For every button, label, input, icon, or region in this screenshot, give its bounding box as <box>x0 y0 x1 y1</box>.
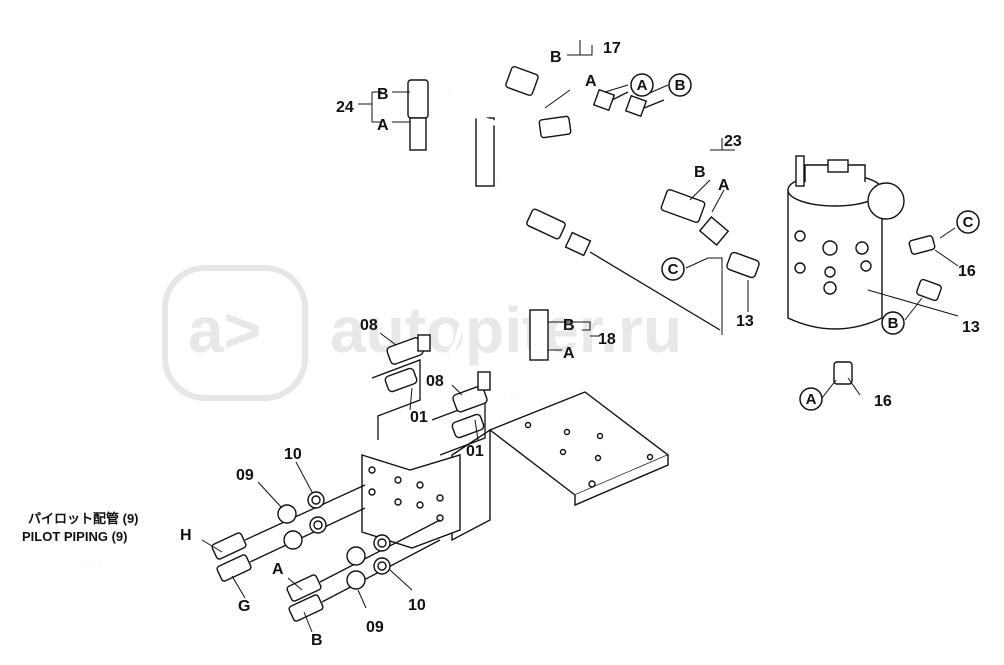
callout-g: G <box>238 598 250 615</box>
callout-18-a: A <box>563 345 575 362</box>
elbow-fittings-upper <box>384 334 431 393</box>
circle-marker-a-bottom: A <box>799 387 823 411</box>
callout-23-b: B <box>694 164 706 181</box>
callout-08-mid: 08 <box>426 373 444 390</box>
leader-lines <box>201 40 959 633</box>
callout-10-bottom: 10 <box>408 597 426 614</box>
circle-marker-c-right: C <box>956 210 980 234</box>
hose-24-fitting-b <box>407 79 429 119</box>
callout-24-b: B <box>377 86 389 103</box>
watermark-text: autopiter.ru <box>330 294 682 366</box>
callout-08-top: 08 <box>360 317 378 334</box>
svg-text:C: C <box>963 214 974 231</box>
callout-18: 18 <box>598 331 616 348</box>
callout-13-right: 13 <box>962 319 980 336</box>
callout-09-top: 09 <box>236 467 254 484</box>
svg-text:A: A <box>637 77 648 94</box>
pilot-piping-label-jp: パイロット配管 (9) <box>28 511 139 526</box>
cylinder-knob <box>867 182 905 220</box>
circled-markers: A B C C B A <box>630 73 980 411</box>
callout-18-b: B <box>563 317 575 334</box>
callout-13-left: 13 <box>736 313 754 330</box>
callout-labels: 24 B A 17 B A 23 B A 18 B A 08 01 08 01 … <box>180 40 980 649</box>
circle-marker-b-top: B <box>668 73 692 97</box>
elbow-fittings-lower <box>451 371 491 439</box>
watermark-logo-glyph: a> <box>188 294 261 366</box>
callout-23-a: A <box>718 177 730 194</box>
callout-b: B <box>311 632 323 649</box>
hose-24-end-a <box>475 117 495 187</box>
pilot-piping-hoses <box>78 484 441 643</box>
pilot-piping-label-en: PILOT PIPING (9) <box>22 529 127 544</box>
hose-18-fitting <box>529 309 549 361</box>
svg-text:B: B <box>675 77 686 94</box>
pilot-piping-label: パイロット配管 (9) PILOT PIPING (9) <box>22 511 139 544</box>
nuts-washers <box>277 491 391 590</box>
callout-23: 23 <box>724 133 742 150</box>
svg-text:B: B <box>888 315 899 332</box>
callout-09-bottom: 09 <box>366 619 384 636</box>
callout-17: 17 <box>603 40 621 57</box>
callout-01-top: 01 <box>410 409 428 426</box>
svg-text:C: C <box>668 261 679 278</box>
svg-text:A: A <box>806 391 817 408</box>
hose-18 <box>446 208 721 397</box>
hose-23 <box>462 176 730 266</box>
hose-17 <box>448 66 665 139</box>
nut-09 <box>277 504 297 524</box>
circle-marker-b-right: B <box>881 311 905 335</box>
mounting-bracket <box>361 359 670 549</box>
callout-a: A <box>272 561 284 578</box>
hose-24 <box>407 54 511 187</box>
callout-01-mid: 01 <box>466 443 484 460</box>
callout-16-right: 16 <box>958 263 976 280</box>
hose-24-fitting-a <box>409 117 427 151</box>
callout-24-a: A <box>377 117 389 134</box>
callout-10-top: 10 <box>284 446 302 463</box>
callout-16-bottom: 16 <box>874 393 892 410</box>
circle-marker-c-left: C <box>661 257 685 281</box>
callout-17-a: A <box>585 73 597 90</box>
callout-h: H <box>180 527 192 544</box>
center-joint-body <box>787 155 905 330</box>
callout-17-b: B <box>550 49 562 66</box>
fittings-13-16 <box>726 235 942 385</box>
circle-marker-a-top: A <box>630 73 654 97</box>
callout-24: 24 <box>336 99 354 116</box>
